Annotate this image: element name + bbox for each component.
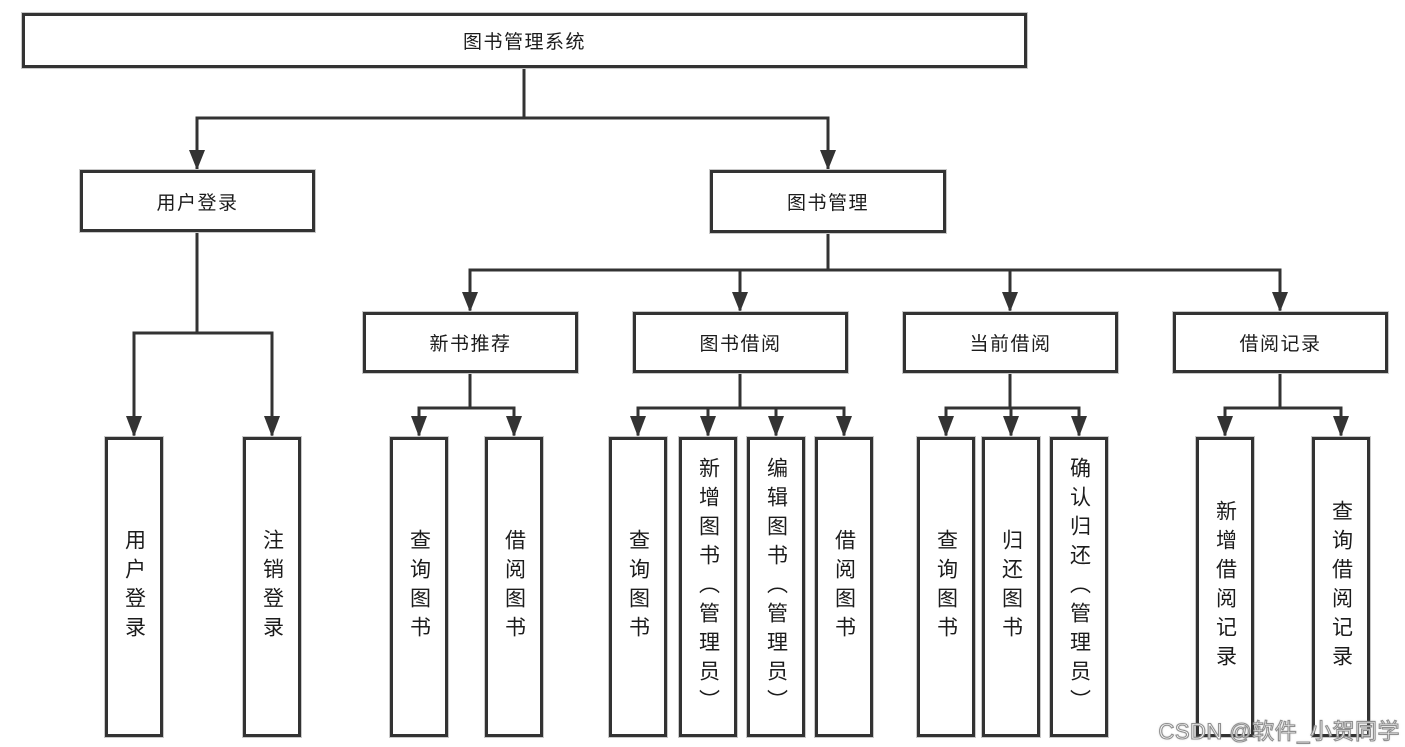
node-borrowing-add-books: 新增图书（管理员） — [679, 437, 737, 737]
csdn-watermark: CSDN @软件_小贺同学 — [1158, 718, 1400, 744]
node-records-query-record: 查询借阅记录 — [1312, 437, 1370, 737]
node-new-book-recommend-label: 新书推荐 — [429, 334, 512, 355]
connector-current-children — [938, 371, 1087, 437]
node-user-login: 用户登录 — [105, 437, 163, 737]
node-current-borrowing: 当前借阅 — [903, 312, 1118, 373]
node-borrowing-records: 借阅记录 — [1173, 312, 1388, 373]
node-borrowing-records-label: 借阅记录 — [1239, 334, 1322, 355]
node-current-return-books-label: 归还图书 — [999, 529, 1023, 645]
node-borrowing-borrow-books: 借阅图书 — [815, 437, 873, 737]
node-borrowing-add-books-label: 新增图书（管理员） — [696, 456, 720, 718]
node-records-add-record-label: 新增借阅记录 — [1213, 500, 1237, 674]
connector-management-to-level3 — [462, 231, 1288, 312]
node-current-confirm-return-label: 确认归还（管理员） — [1067, 456, 1091, 718]
connector-login-children — [126, 230, 280, 437]
node-borrowing-edit-books: 编辑图书（管理员） — [747, 437, 805, 737]
node-book-management: 图书管理 — [710, 170, 946, 233]
node-book-borrowing: 图书借阅 — [633, 312, 848, 373]
node-current-return-books: 归还图书 — [982, 437, 1040, 737]
node-root: 图书管理系统 — [22, 13, 1027, 68]
node-recommend-borrow-books-label: 借阅图书 — [502, 529, 526, 645]
node-current-query-books-label: 查询图书 — [934, 529, 958, 645]
node-recommend-borrow-books: 借阅图书 — [485, 437, 543, 737]
node-recommend-query-books: 查询图书 — [390, 437, 448, 737]
node-user-login-branch-label: 用户登录 — [156, 192, 239, 214]
node-current-confirm-return: 确认归还（管理员） — [1050, 437, 1108, 737]
connector-root-to-level2 — [189, 66, 836, 170]
node-records-query-record-label: 查询借阅记录 — [1329, 500, 1353, 674]
node-borrowing-query-books: 查询图书 — [609, 437, 667, 737]
node-new-book-recommend: 新书推荐 — [363, 312, 578, 373]
node-book-management-label: 图书管理 — [786, 193, 869, 214]
connector-borrowing-children — [630, 371, 852, 437]
node-root-label: 图书管理系统 — [462, 32, 586, 53]
node-borrowing-borrow-books-label: 借阅图书 — [832, 529, 856, 645]
connector-records-children — [1217, 371, 1349, 437]
node-borrowing-query-books-label: 查询图书 — [626, 529, 650, 645]
node-current-query-books: 查询图书 — [917, 437, 975, 737]
node-book-borrowing-label: 图书借阅 — [699, 334, 782, 355]
node-current-borrowing-label: 当前借阅 — [969, 334, 1052, 355]
connector-recommend-children — [411, 371, 522, 437]
node-recommend-query-books-label: 查询图书 — [407, 529, 431, 645]
node-records-add-record: 新增借阅记录 — [1196, 437, 1254, 737]
node-borrowing-edit-books-label: 编辑图书（管理员） — [764, 456, 788, 718]
node-user-login-branch: 用户登录 — [80, 170, 315, 232]
node-logout: 注销登录 — [243, 437, 301, 737]
node-user-login-label: 用户登录 — [122, 529, 146, 645]
node-logout-label: 注销登录 — [260, 529, 284, 645]
